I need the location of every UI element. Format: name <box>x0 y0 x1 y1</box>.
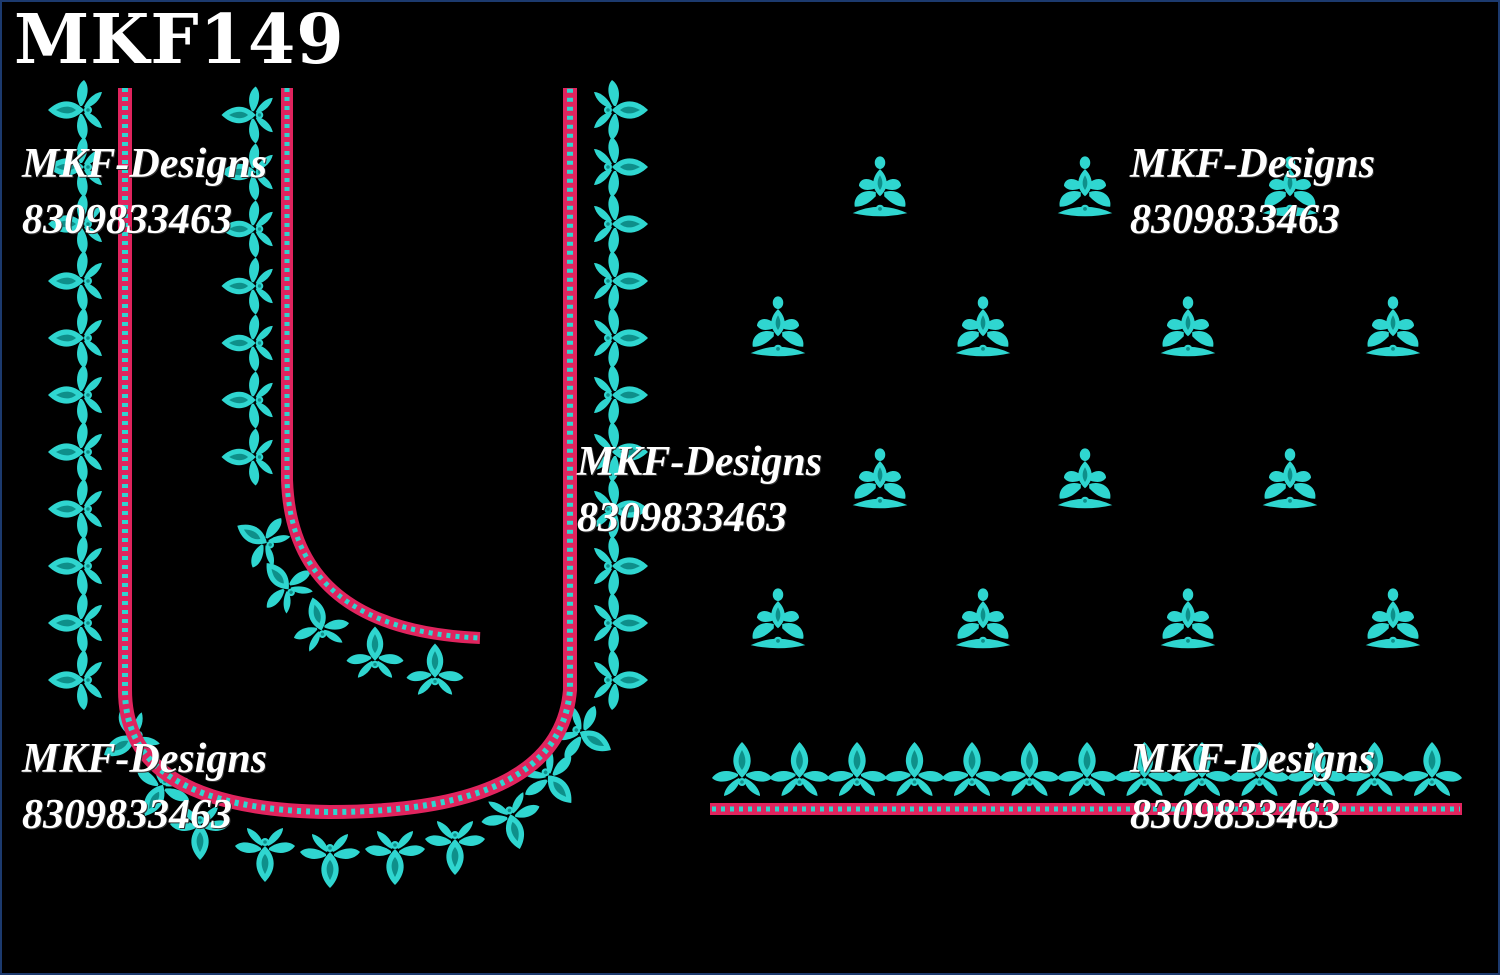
watermark-phone: 8309833463 <box>1130 792 1340 839</box>
bud-motif-icon <box>955 588 1011 649</box>
leaf-motif-icon <box>300 834 360 888</box>
leaf-motif-icon <box>48 422 102 482</box>
watermark-brand: MKF-Designs <box>577 439 823 485</box>
watermark-brand: MKF-Designs <box>1130 141 1376 187</box>
leaf-motif-icon <box>346 626 404 678</box>
bud-motif-icon <box>1365 588 1421 649</box>
leaf-motif-icon <box>1057 742 1117 796</box>
watermark-brand: MKF-Designs <box>22 736 268 782</box>
leaf-motif-icon <box>827 742 887 796</box>
bud-motif-icon <box>1160 588 1216 649</box>
leaf-motif-icon <box>999 742 1060 796</box>
leaf-motif-icon <box>594 650 648 710</box>
leaf-motif-icon <box>942 742 1002 796</box>
bud-motif-icon <box>852 448 908 509</box>
leaf-motif-icon <box>48 479 102 539</box>
bud-motif-icon <box>1160 296 1216 357</box>
bud-motif-icon <box>1262 448 1318 509</box>
bud-motif-icon <box>955 296 1011 357</box>
leaf-motif-icon <box>594 194 648 254</box>
leaf-motif-icon <box>48 251 102 311</box>
leaf-motif-icon <box>221 371 273 429</box>
watermark-phone: 8309833463 <box>22 197 232 244</box>
leaf-motif-icon <box>1402 742 1462 796</box>
bud-motif-icon <box>750 588 806 649</box>
watermark-top-right: MKF-Designs 8309833463 <box>1130 136 1375 249</box>
neckline-border <box>118 88 577 820</box>
leaf-motif-icon <box>48 365 102 425</box>
leaf-motif-icon <box>365 831 425 885</box>
leaf-motif-icon <box>48 80 102 140</box>
watermark-phone: 8309833463 <box>577 495 787 542</box>
leaf-motif-icon <box>48 536 102 596</box>
leaf-motif-icon <box>221 314 273 372</box>
leaf-motif-icon <box>406 643 464 695</box>
leaf-motif-icon <box>476 789 549 857</box>
watermark-top-left: MKF-Designs 8309833463 <box>22 136 267 249</box>
leaf-motif-icon <box>221 86 273 144</box>
watermark-bottom-left: MKF-Designs 8309833463 <box>22 731 267 844</box>
bud-motif-icon <box>1057 156 1113 217</box>
leaf-motif-icon <box>884 742 945 796</box>
leaf-motif-icon <box>594 593 648 653</box>
leaf-motif-icon <box>594 308 648 368</box>
watermark-brand: MKF-Designs <box>1130 736 1376 782</box>
leaf-motif-icon <box>769 742 830 796</box>
leaf-motif-icon <box>221 428 273 486</box>
leaf-motif-icon <box>712 742 772 796</box>
leaf-motif-icon <box>48 650 102 710</box>
leaf-motif-icon <box>594 80 648 140</box>
bud-motif-icon <box>750 296 806 357</box>
leaf-motif-icon <box>594 137 648 197</box>
bud-motif-icon <box>1365 296 1421 357</box>
bud-motif-icon <box>852 156 908 217</box>
design-code-title: MKF149 <box>14 0 345 80</box>
watermark-phone: 8309833463 <box>1130 197 1340 244</box>
leaf-motif-icon <box>221 257 273 315</box>
border-strip <box>710 742 1462 815</box>
watermark-bottom-right: MKF-Designs 8309833463 <box>1130 731 1375 844</box>
bud-motif-icon <box>1057 448 1113 509</box>
watermark-brand: MKF-Designs <box>22 141 268 187</box>
watermark-center: MKF-Designs 8309833463 <box>577 434 822 547</box>
leaf-motif-icon <box>594 365 648 425</box>
leaf-motif-icon <box>594 251 648 311</box>
leaf-motif-icon <box>48 308 102 368</box>
leaf-motif-icon <box>48 593 102 653</box>
leaf-motif-icon <box>425 821 485 875</box>
watermark-phone: 8309833463 <box>22 792 232 839</box>
